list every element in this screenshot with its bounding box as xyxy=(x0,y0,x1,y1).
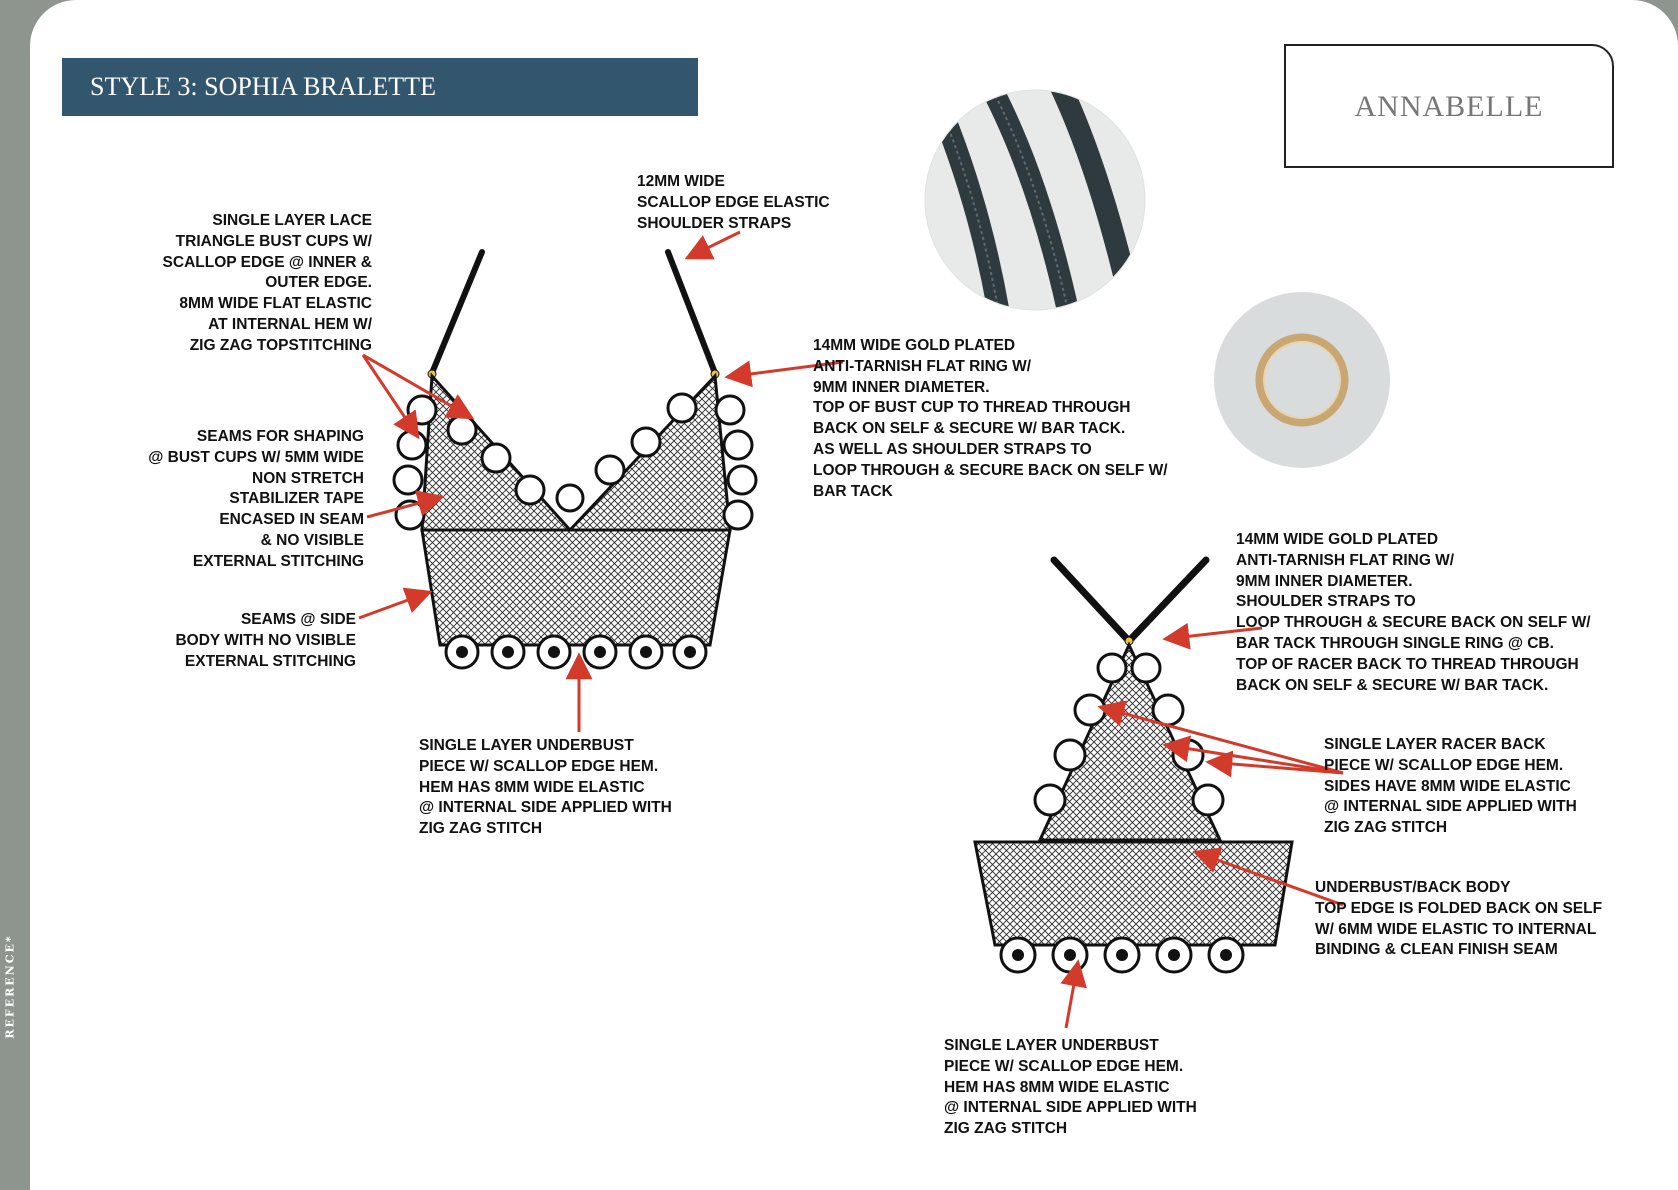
callout-bust-cups: SINGLE LAYER LACE TRIANGLE BUST CUPS W/ … xyxy=(162,212,372,354)
callout-arrows xyxy=(358,230,1344,1029)
side-reference-text: REFERENCE* xyxy=(3,934,17,1039)
spec-page: STYLE 3: SOPHIA BRALETTE ANNABELLE xyxy=(30,0,1678,1190)
ring-swatch-photo xyxy=(1214,292,1390,468)
callout-seams-shaping: SEAMS FOR SHAPING @ BUST CUPS W/ 5MM WID… xyxy=(148,428,364,570)
callout-front-underbust: SINGLE LAYER UNDERBUST PIECE W/ SCALLOP … xyxy=(419,737,672,838)
front-bralette-drawing xyxy=(392,249,758,670)
callout-back-underbust: SINGLE LAYER UNDERBUST PIECE W/ SCALLOP … xyxy=(944,1037,1197,1138)
callout-strap-elastic: 12MM WIDE SCALLOP EDGE ELASTIC SHOULDER … xyxy=(637,173,830,232)
brand-box: ANNABELLE xyxy=(1284,44,1614,168)
callout-back-ring: 14MM WIDE GOLD PLATED ANTI-TARNISH FLAT … xyxy=(1236,531,1591,694)
callout-racer-back: SINGLE LAYER RACER BACK PIECE W/ SCALLOP… xyxy=(1324,736,1577,837)
callout-seams-side: SEAMS @ SIDE BODY WITH NO VISIBLE EXTERN… xyxy=(175,611,356,670)
page-title: STYLE 3: SOPHIA BRALETTE xyxy=(62,58,698,116)
technical-drawing xyxy=(358,89,1390,1029)
callout-back-body: UNDERBUST/BACK BODY TOP EDGE IS FOLDED B… xyxy=(1315,879,1603,959)
strap-swatch-photo xyxy=(925,90,1145,310)
callout-front-ring: 14MM WIDE GOLD PLATED ANTI-TARNISH FLAT … xyxy=(813,337,1168,500)
